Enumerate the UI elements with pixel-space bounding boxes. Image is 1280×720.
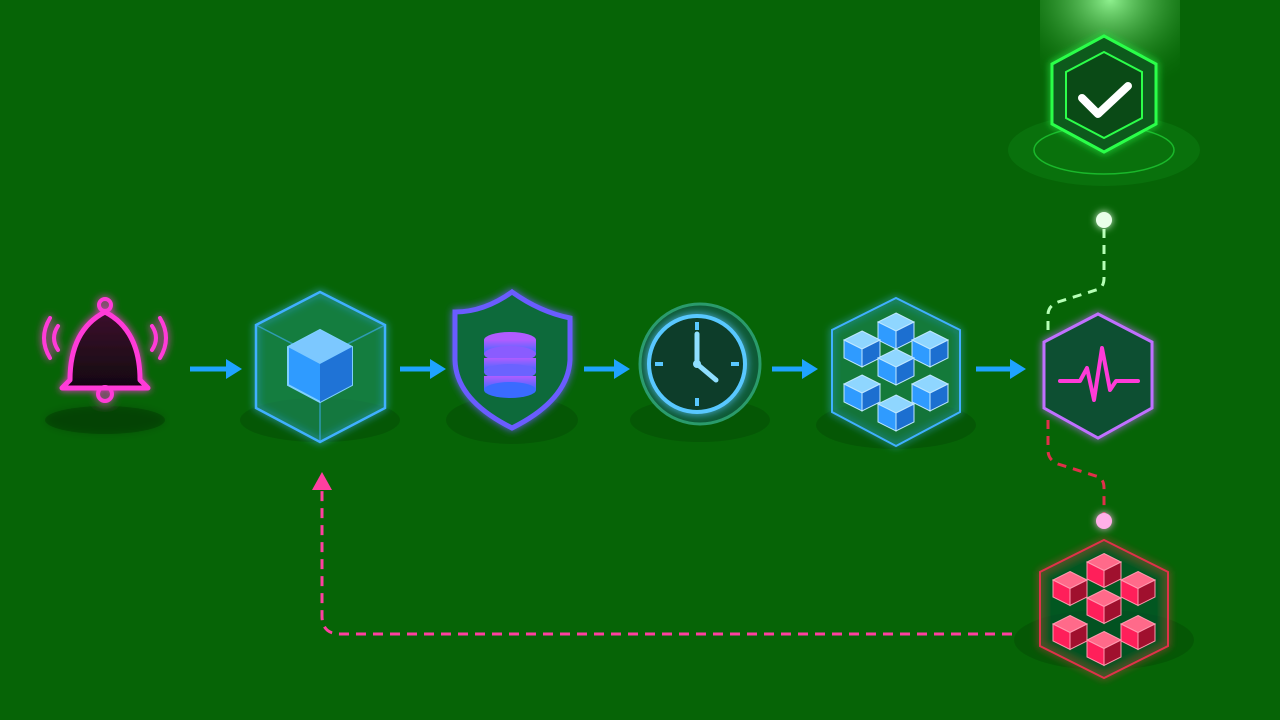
cube-cluster-cubes xyxy=(842,312,950,432)
retry-loop-arrow xyxy=(312,472,1012,636)
flow-arrow-5 xyxy=(976,359,1026,379)
flow-arrow-4 xyxy=(772,359,818,379)
check-shield-icon xyxy=(1008,34,1200,186)
failure-connector xyxy=(1046,420,1112,529)
flow-arrow-3 xyxy=(584,359,630,379)
shield-database-icon xyxy=(446,288,578,444)
red-cube-cluster-cubes xyxy=(1051,552,1157,667)
clock-icon xyxy=(630,302,770,442)
flow-arrow-1 xyxy=(190,359,242,379)
success-connector xyxy=(1046,212,1112,330)
bell-icon xyxy=(42,297,168,434)
cube-icon xyxy=(240,290,400,444)
flow-arrow-2 xyxy=(400,359,446,379)
heartbeat-icon xyxy=(1042,312,1154,440)
